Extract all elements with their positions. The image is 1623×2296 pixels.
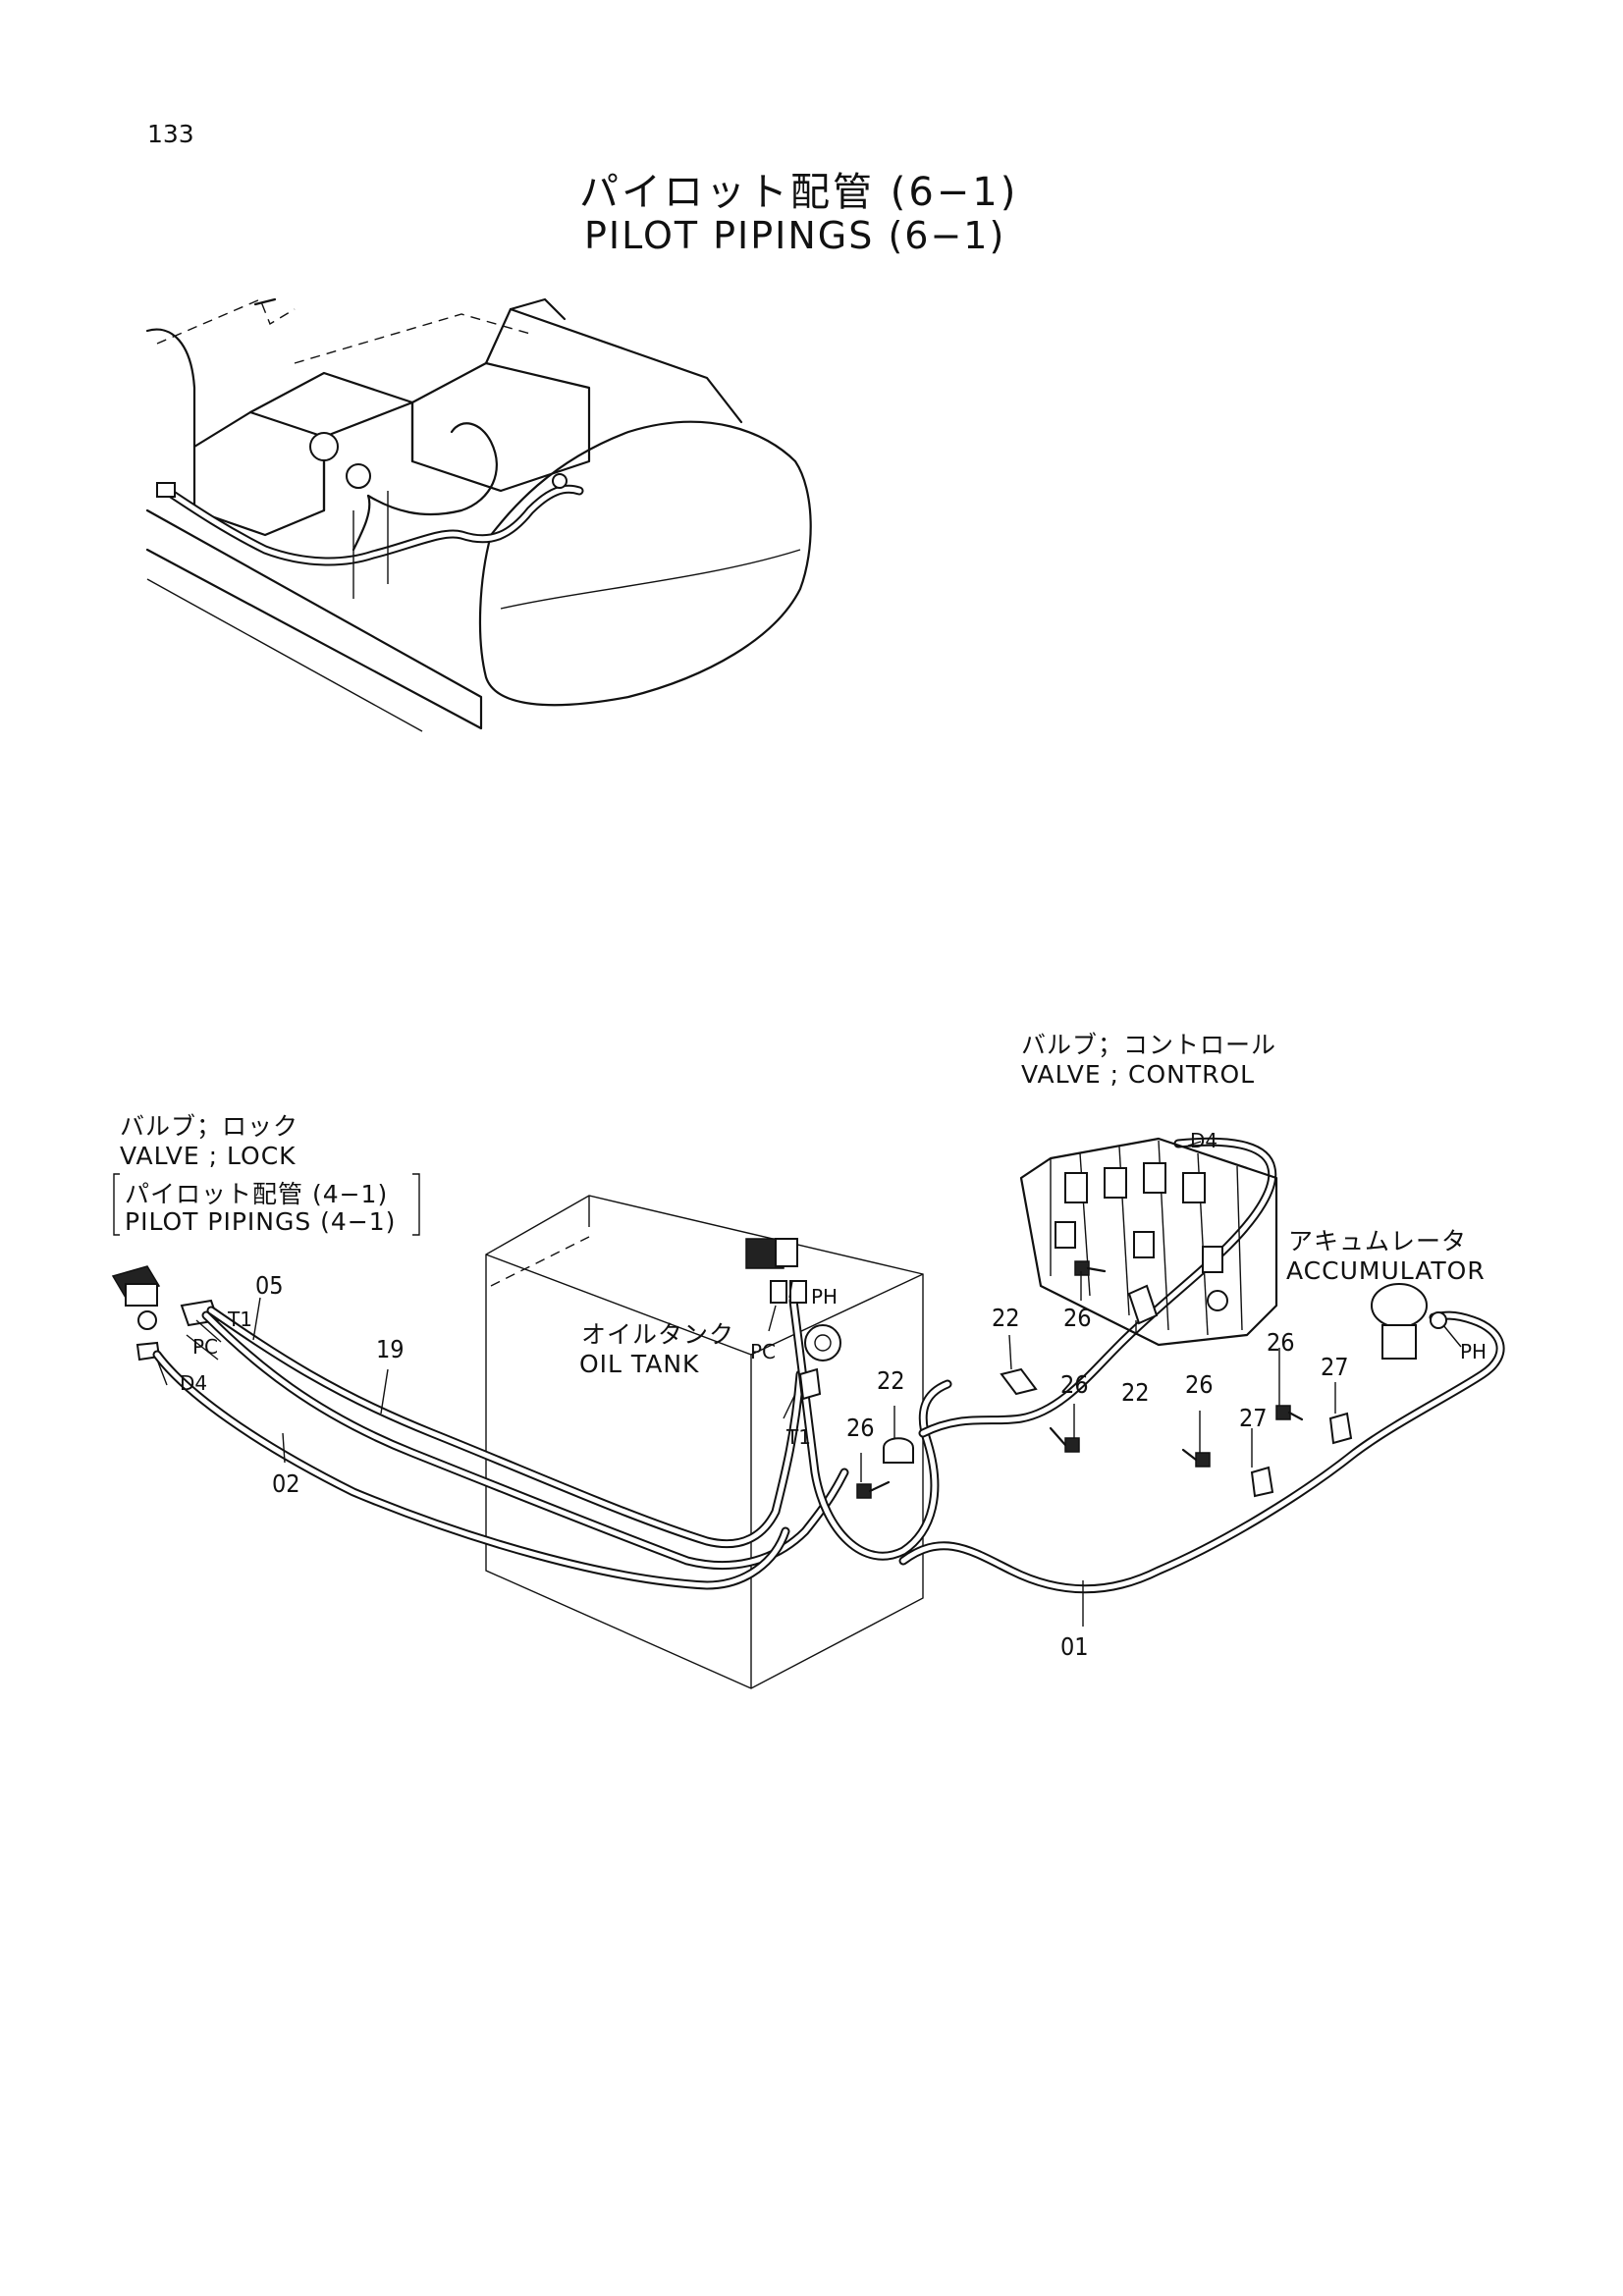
tank-fittings (745, 1238, 841, 1401)
ref-label-en: PILOT PIPINGS (4−1) (125, 1207, 397, 1236)
ref-label-jp: パイロット配管 (4−1) (125, 1180, 389, 1208)
callout-02: 02 (272, 1469, 300, 1498)
clamps-and-bolts (856, 1260, 1353, 1499)
accumulator-label-en: ACCUMULATOR (1286, 1256, 1486, 1285)
page-number: 133 (147, 120, 194, 148)
callout-26-a: 26 (1063, 1304, 1092, 1332)
page-title-en: PILOT PIPINGS (6−1) (584, 214, 1006, 257)
oil-tank-label-jp: オイルタンク (581, 1320, 735, 1349)
port-label-pc-tank: PC (750, 1340, 777, 1363)
lock-valve-label-en: VALVE ; LOCK (120, 1142, 297, 1170)
pilot-hoses (152, 1137, 1505, 1594)
bolt (1049, 1426, 1080, 1453)
callout-01: 01 (1060, 1632, 1089, 1661)
control-valve-label-en: VALVE ; CONTROL (1021, 1060, 1256, 1089)
oil-tank-outline (485, 1195, 924, 1689)
port-label-t1: T1 (228, 1308, 252, 1331)
callout-26-b: 26 (1060, 1370, 1089, 1399)
port-label-ph-tank: PH (811, 1285, 839, 1308)
callout-27-b: 27 (1321, 1353, 1349, 1381)
callout-22-c: 22 (1121, 1378, 1150, 1407)
port-label-d4-cv: D4 (1190, 1129, 1218, 1152)
accumulator (1371, 1283, 1447, 1360)
leader-lines (113, 1141, 1462, 1627)
callout-05: 05 (255, 1271, 284, 1300)
control-valve-label-jp: バルブ；コントロール (1021, 1031, 1277, 1059)
lock-valve-label-jp: バルブ；ロック (120, 1112, 299, 1141)
callout-22-a: 22 (992, 1304, 1020, 1332)
bolt (1074, 1260, 1107, 1276)
oil-tank-label-en: OIL TANK (579, 1350, 700, 1378)
callout-26-e: 26 (1267, 1328, 1295, 1357)
port-label-pc: PC (192, 1335, 219, 1359)
callout-26-d: 26 (1185, 1370, 1214, 1399)
machine-overview-illustration (145, 297, 812, 732)
control-valve-block (1019, 1137, 1278, 1347)
callout-27-a: 27 (1239, 1404, 1268, 1432)
callout-26-c: 26 (846, 1414, 875, 1442)
port-label-d4: D4 (180, 1371, 208, 1395)
bolt (1275, 1405, 1304, 1421)
port-label-ph-acc: PH (1460, 1340, 1488, 1363)
port-label-t1-tank: T1 (786, 1425, 811, 1449)
callout-19: 19 (376, 1335, 405, 1363)
accumulator-label-jp: アキュムレータ (1288, 1227, 1468, 1255)
bolt (1181, 1448, 1211, 1468)
callout-22-b: 22 (877, 1366, 905, 1395)
bolt (856, 1480, 891, 1499)
page-title-jp: パイロット配管 (6−1) (579, 170, 1019, 215)
